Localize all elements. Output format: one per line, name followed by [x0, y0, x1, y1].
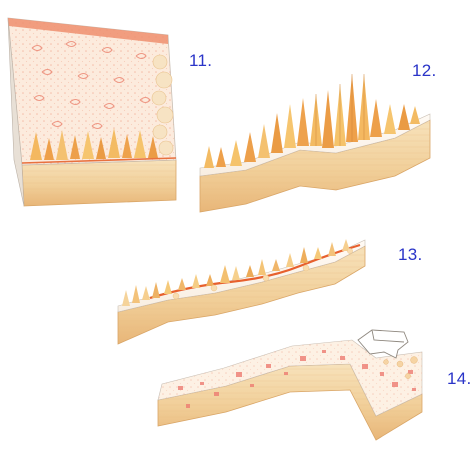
panel-label-12: 12. — [412, 61, 437, 81]
panel-13-block-diagram — [118, 239, 365, 344]
panel-14-block-diagram — [158, 330, 422, 440]
panel-label-13: 13. — [398, 245, 423, 265]
panel-label-11: 11. — [189, 51, 212, 71]
panel-label-14: 14. — [447, 369, 472, 389]
panel-12-block-diagram — [200, 74, 430, 212]
panel-11-block-diagram — [8, 18, 176, 206]
